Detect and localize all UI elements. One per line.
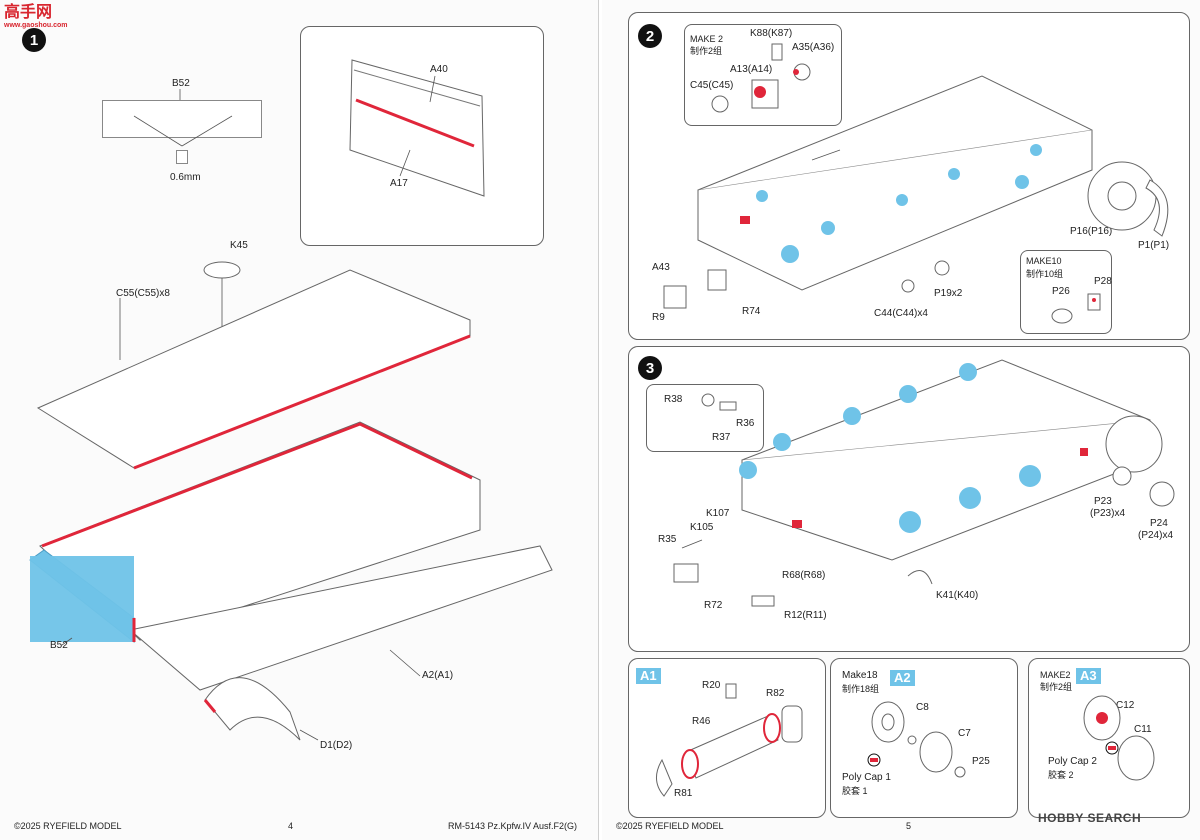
part-label-a13: A13(A14) bbox=[730, 64, 773, 75]
part-label-r20: R20 bbox=[702, 680, 721, 691]
subassembly-a2-make: Make18 bbox=[842, 670, 878, 681]
part-label-p28: P28 bbox=[1094, 276, 1112, 287]
make10-count-cn: 制作10组 bbox=[1026, 269, 1064, 279]
part-label-k107: K107 bbox=[706, 508, 730, 519]
hobby-search-watermark: HOBBY SEARCH bbox=[1038, 811, 1142, 825]
instruction-page-4: 高手网 www.gaoshou.com 1 B52 0.6mm A40 A17 … bbox=[0, 0, 599, 840]
part-label-r72: R72 bbox=[704, 600, 723, 611]
part-label-c8: C8 bbox=[916, 702, 929, 713]
step-number-badge: 1 bbox=[22, 28, 46, 52]
part-label-c44: C44(C44)x4 bbox=[874, 308, 928, 319]
subassembly-a1-tag: A1 bbox=[636, 668, 661, 684]
part-label-r82: R82 bbox=[766, 688, 785, 699]
subassembly-a3-drawing bbox=[1083, 695, 1155, 781]
part-label-r36: R36 bbox=[736, 418, 755, 429]
part-label-p19: P19x2 bbox=[934, 288, 963, 299]
part-label-r74: R74 bbox=[742, 306, 761, 317]
detail-inset-a40-a17 bbox=[300, 26, 544, 246]
subassembly-a1-drawing bbox=[656, 683, 803, 797]
part-label-p24: P24 bbox=[1150, 518, 1168, 529]
b52-dimension-lines bbox=[133, 89, 233, 147]
part-label-c11: C11 bbox=[1134, 724, 1152, 735]
part-label-r12: R12(R11) bbox=[784, 610, 827, 621]
part-label-r37: R37 bbox=[712, 432, 731, 443]
part-label-b52-plate: B52 bbox=[50, 640, 68, 651]
poly-cap-1-label: Poly Cap 1 bbox=[842, 772, 891, 783]
part-label-a35: A35(A36) bbox=[792, 42, 835, 53]
subassembly-a3-make-cn: 制作2组 bbox=[1040, 682, 1073, 692]
part-label-a2: A2(A1) bbox=[422, 670, 454, 681]
part-label-r46: R46 bbox=[692, 716, 711, 727]
step-2-chassis-drawing bbox=[663, 43, 1169, 324]
part-label-p26: P26 bbox=[1052, 286, 1070, 297]
inset-make-count: MAKE 2 bbox=[690, 34, 724, 44]
poly-cap-2-label-cn: 胶套 2 bbox=[1048, 770, 1074, 780]
part-label-c12: C12 bbox=[1116, 700, 1135, 711]
subassembly-a3-make: MAKE2 bbox=[1040, 670, 1071, 680]
subassembly-a3-tag: A3 bbox=[1076, 668, 1101, 684]
make10-count: MAKE10 bbox=[1026, 256, 1062, 266]
part-label-c45: C45(C45) bbox=[690, 80, 734, 91]
part-label-p25: P25 bbox=[972, 756, 990, 767]
inset-make-count-cn: 制作2组 bbox=[690, 46, 723, 56]
part-label-d1: D1(D2) bbox=[320, 740, 353, 751]
footer-copyright: ©2025 RYEFIELD MODEL bbox=[14, 821, 122, 831]
part-label-p23: P23 bbox=[1094, 496, 1112, 507]
plate-b52-drawing bbox=[102, 100, 262, 138]
poly-cap-1-label-cn: 胶套 1 bbox=[842, 786, 868, 796]
part-label-k45: K45 bbox=[230, 240, 248, 251]
part-label-k41: K41(K40) bbox=[936, 590, 979, 601]
thickness-icon bbox=[176, 150, 188, 164]
part-label-a43: A43 bbox=[652, 262, 670, 273]
footer-copyright: ©2025 RYEFIELD MODEL bbox=[616, 821, 724, 831]
part-label-r81: R81 bbox=[674, 788, 693, 799]
part-label-a17: A17 bbox=[390, 178, 408, 189]
part-label-b52: B52 bbox=[172, 78, 190, 89]
part-label-a40: A40 bbox=[430, 64, 448, 75]
part-label-p24-qty: (P24)x4 bbox=[1138, 530, 1174, 541]
subassembly-a2-drawing bbox=[867, 701, 966, 778]
part-label-p16: P16(P16) bbox=[1070, 226, 1113, 237]
part-label-r35: R35 bbox=[658, 534, 677, 545]
part-label-c55: C55(C55)x8 bbox=[116, 288, 170, 299]
subassembly-a2-tag: A2 bbox=[890, 670, 915, 686]
footer-page-number: 5 bbox=[906, 821, 912, 831]
part-label-k105: K105 bbox=[690, 522, 714, 533]
step-3-badge: 3 bbox=[638, 356, 662, 380]
part-label-p1: P1(P1) bbox=[1138, 240, 1170, 251]
instruction-page-5: 2 MAKE 2 制作2组 K88(K87) A35(A36) A13(A14)… bbox=[602, 0, 1200, 840]
part-label-r9: R9 bbox=[652, 312, 665, 323]
main-hull-assembly-drawing bbox=[29, 261, 553, 741]
footer-page-number: 4 bbox=[288, 821, 294, 831]
part-label-c7: C7 bbox=[958, 728, 971, 739]
inset-hull-side-drawing bbox=[349, 59, 485, 197]
part-label-r38: R38 bbox=[664, 394, 683, 405]
step-2-badge: 2 bbox=[638, 24, 662, 48]
part-label-p23-qty: (P23)x4 bbox=[1090, 508, 1126, 519]
poly-cap-2-label: Poly Cap 2 bbox=[1048, 756, 1097, 767]
subassembly-a2-make-cn: 制作18组 bbox=[842, 684, 880, 694]
part-label-k88: K88(K87) bbox=[750, 28, 793, 39]
step-2-inset bbox=[684, 24, 842, 126]
site-watermark-logo: 高手网 www.gaoshou.com bbox=[4, 4, 68, 29]
part-label-r68: R68(R68) bbox=[782, 570, 826, 581]
step-3-chassis-drawing bbox=[673, 359, 1175, 607]
footer-product-code: RM-5143 Pz.Kpfw.IV Ausf.F2(G) bbox=[448, 821, 578, 831]
thickness-label: 0.6mm bbox=[170, 172, 201, 183]
